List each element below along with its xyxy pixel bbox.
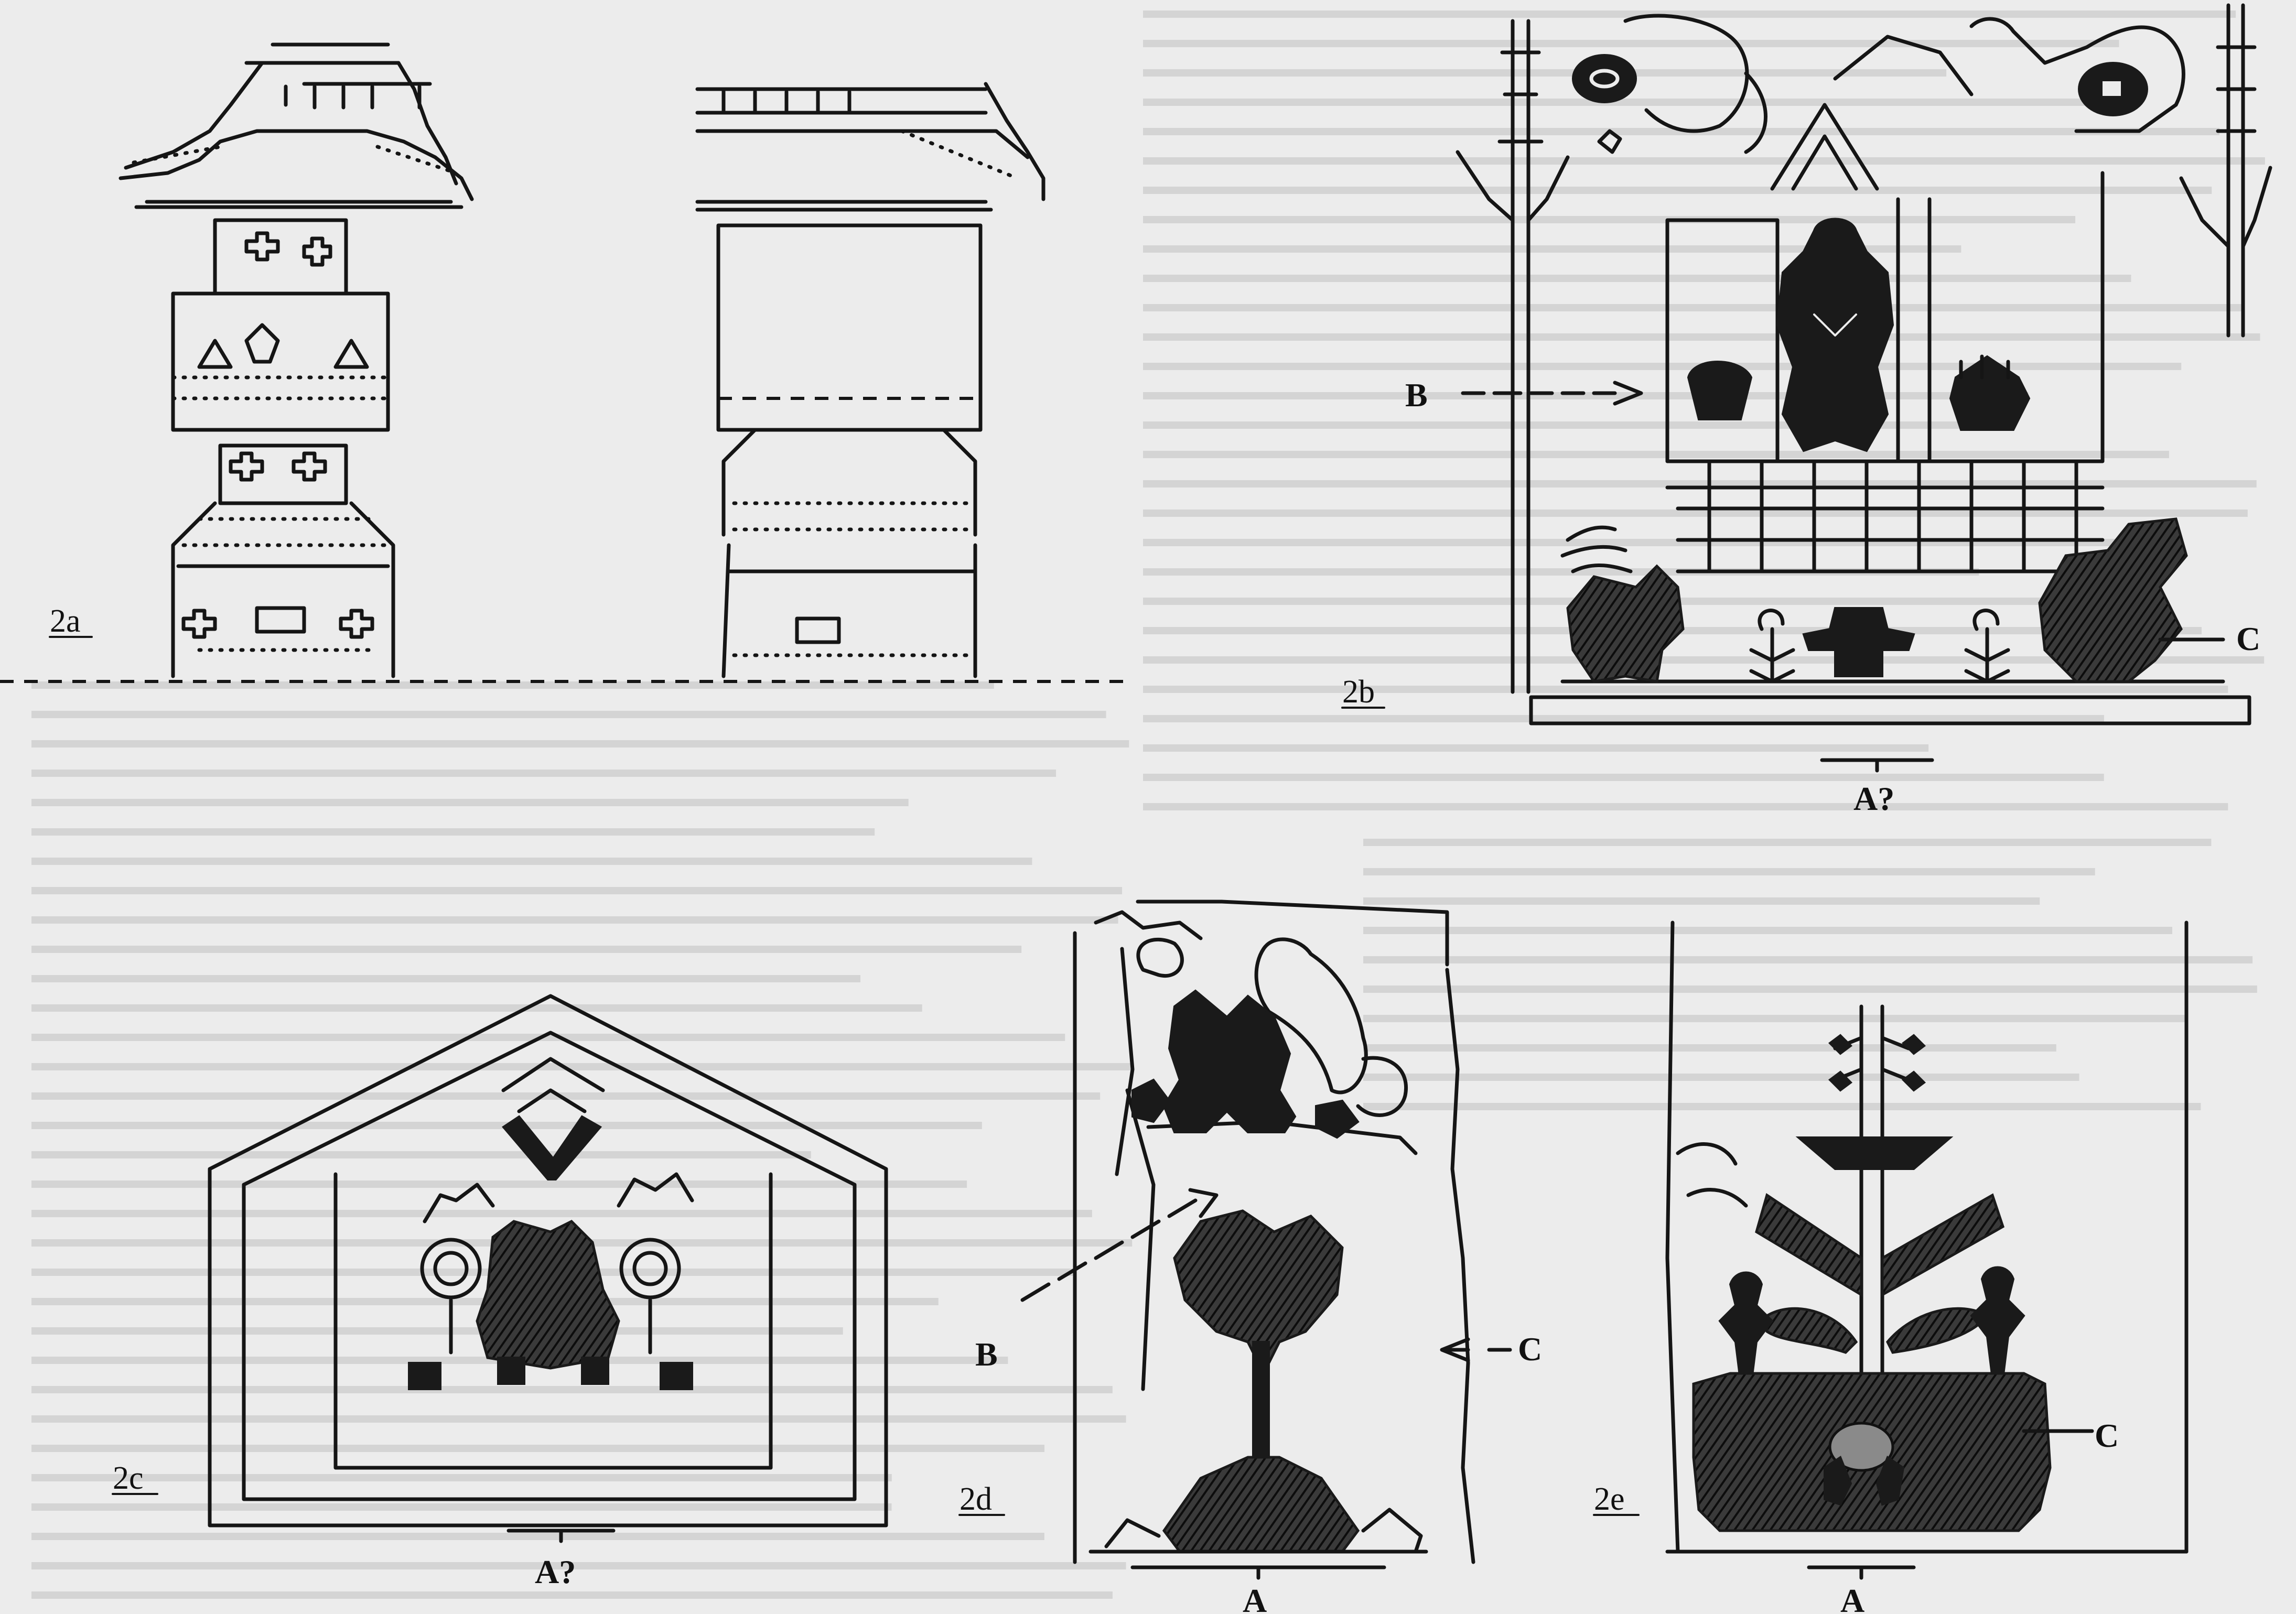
annotation-b: B [1405, 376, 1428, 414]
bleed-line [31, 711, 1106, 718]
annotation-c: C [2236, 620, 2260, 657]
label-2e: 2e [1594, 1481, 1625, 1517]
bleed-line [1143, 157, 2265, 165]
bleed-line [1363, 868, 2095, 875]
bleed-line [31, 946, 1022, 953]
bleed-line [1143, 715, 2104, 722]
bleed-line [1143, 774, 2104, 781]
bleed-line [31, 1503, 892, 1511]
bleed-line [31, 1327, 843, 1335]
bleed-line [31, 799, 909, 806]
bleed-line [1363, 1044, 2056, 1052]
annotation-b: B [975, 1336, 998, 1373]
bleed-line [31, 1533, 1044, 1540]
bleed-line [31, 1004, 922, 1012]
bleed-line [1143, 40, 2119, 47]
bleed-line [1363, 956, 2253, 963]
label-2d: 2d [960, 1481, 992, 1517]
bleed-line [31, 770, 1057, 777]
bleed-line [1143, 187, 2212, 194]
label-2b: 2b [1342, 674, 1375, 710]
figure-2a: 2a [0, 42, 1127, 683]
bleed-line [31, 740, 1129, 748]
figure-2d: B C A 2d [958, 900, 1542, 1614]
bleed-line [1363, 1015, 2185, 1022]
bleed-line [31, 887, 1123, 894]
figure-2e: C A 2e [1593, 920, 2189, 1614]
bleed-line [1143, 451, 2169, 458]
bleed-line [31, 1180, 967, 1188]
pagoda-elevation-right [695, 82, 1045, 678]
bleed-line [1143, 333, 2260, 341]
bleed-line [1143, 392, 2029, 399]
annotation-c: C [2095, 1417, 2119, 1454]
bleed-line [31, 1210, 1092, 1217]
bleed-line [1363, 1074, 2079, 1081]
bleed-line [31, 828, 875, 836]
label-2c: 2c [113, 1460, 144, 1496]
bleed-line [31, 1063, 1131, 1070]
bleed-line [1143, 304, 2242, 311]
annotation-a: A [1840, 1582, 1864, 1614]
bleed-line [31, 975, 861, 982]
bleed-line [1143, 216, 2076, 223]
bleed-line [31, 1092, 1101, 1100]
bleed-line [1143, 245, 1961, 253]
bleed-line [31, 1415, 1126, 1423]
bleed-line [31, 1562, 1126, 1569]
bleed-line [1143, 363, 2182, 370]
label-2a: 2a [50, 603, 81, 639]
bleed-line [31, 681, 994, 689]
bleed-line [31, 1591, 1113, 1599]
bleed-line [31, 1474, 892, 1481]
bleed-line [1143, 99, 2089, 106]
bleed-line [31, 1151, 811, 1158]
figure-2b: B C A? 2b [1341, 3, 2272, 817]
bleed-line [31, 858, 1032, 865]
bleed-line [1143, 744, 1929, 752]
bleed-line [1363, 1103, 2201, 1110]
bleed-line [1363, 839, 2212, 846]
annotation-a: A [1243, 1582, 1267, 1614]
bleed-line [1143, 69, 1947, 77]
bleed-line [1363, 985, 2257, 993]
bleed-line [1363, 927, 2172, 934]
bleed-line [31, 1034, 1065, 1041]
annotation-a-question: A? [1853, 780, 1894, 817]
bleed-line [1143, 686, 2228, 693]
figure-2c: 2c A? [112, 994, 888, 1590]
bleed-line [31, 916, 1118, 924]
pagoda-elevation-left [118, 42, 474, 678]
bleed-line [1143, 510, 2248, 517]
bleed-line [31, 1445, 1045, 1452]
annotation-a-question: A? [535, 1553, 576, 1590]
annotation-c: C [1518, 1330, 1542, 1368]
bleed-line [1143, 10, 2236, 18]
bleed-line [1143, 803, 2228, 810]
bleed-line [1143, 275, 2131, 282]
bleed-line [31, 1386, 1113, 1393]
bleed-line [1363, 897, 2040, 905]
